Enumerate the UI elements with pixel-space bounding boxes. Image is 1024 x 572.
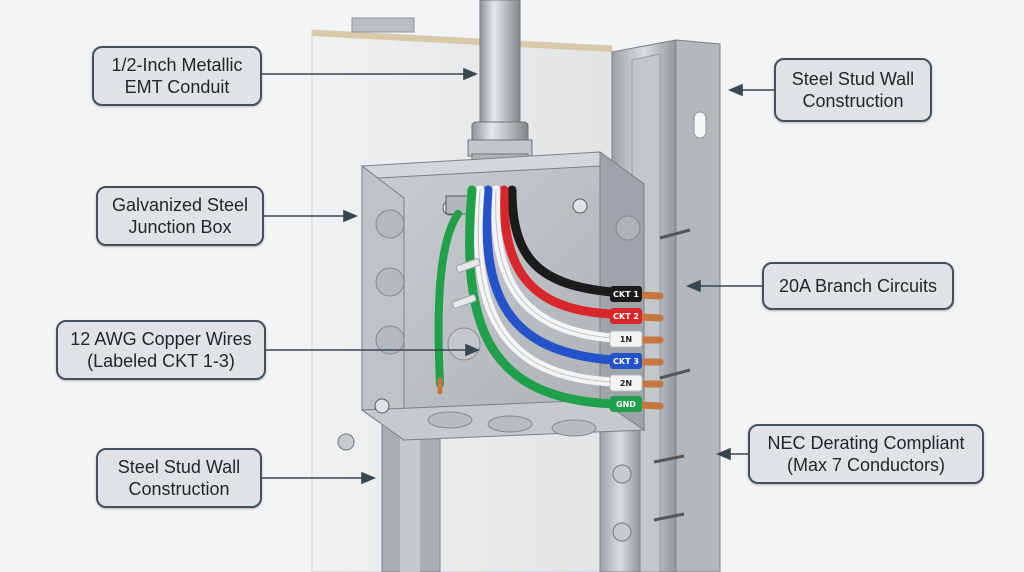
wire-tag-text: CKT 2 <box>613 312 639 321</box>
conductor-bundle <box>434 185 617 409</box>
wire-tag-text: CKT 1 <box>613 290 639 299</box>
top-stud-stub <box>351 17 415 33</box>
callout-copper-wires: 12 AWG Copper Wires (Labeled CKT 1-3) <box>56 320 266 380</box>
callout-line: (Labeled CKT 1-3) <box>87 351 235 371</box>
callout-nec-derating: NEC Derating Compliant (Max 7 Conductors… <box>748 424 984 484</box>
wire-tag-ckt1: CKT 1 <box>610 286 642 302</box>
wire-tag-text: CKT 3 <box>613 357 639 366</box>
leader-arrows <box>262 67 774 485</box>
wire-blue <box>482 185 617 365</box>
wire-tag-text: 2N <box>620 379 632 388</box>
white-wire-outline <box>495 189 613 339</box>
white-wire-outline <box>477 189 613 383</box>
callout-line: Steel Stud Wall <box>117 457 241 477</box>
wire-tag-2n: 2N <box>609 374 643 392</box>
bottom-steel-stud <box>337 419 641 572</box>
callout-line: Junction Box <box>128 217 232 237</box>
wire-black <box>507 185 617 297</box>
wire-tag-1n: 1N <box>609 330 643 348</box>
callout-steel-stud-top: Steel Stud Wall Construction <box>774 58 932 122</box>
arrow-emt-conduit <box>262 67 479 81</box>
zip-ties <box>451 258 481 309</box>
callout-line: (Max 7 Conductors) <box>786 455 946 475</box>
callout-line: Steel Stud Wall <box>791 69 915 89</box>
wire-tags: CKT 1 CKT 2 1N CKT 3 2N GND <box>609 286 643 412</box>
stud-screw <box>659 368 691 380</box>
callout-line: Construction <box>802 91 904 111</box>
callout-branch-circuits: 20A Branch Circuits <box>762 262 954 310</box>
callout-line: Construction <box>128 479 230 499</box>
wire-green <box>465 185 617 409</box>
callout-line: Galvanized Steel <box>111 195 249 215</box>
arrow-steel-stud-bottom <box>262 471 377 485</box>
wire-tag-ckt3: CKT 3 <box>610 353 642 369</box>
arrow-steel-stud-top <box>727 83 774 97</box>
callout-line: 1/2-Inch Metallic <box>111 55 243 75</box>
callout-line: NEC Derating Compliant <box>767 433 965 453</box>
arrow-nec-derating <box>715 447 748 461</box>
stud-screw <box>653 454 685 464</box>
callout-line: 12 AWG Copper Wires <box>70 329 252 349</box>
arrow-branch-circuits <box>685 279 762 293</box>
callout-emt-conduit: 1/2-Inch Metallic EMT Conduit <box>92 46 262 106</box>
wire-tag-text: GND <box>616 400 636 409</box>
ground-wire-pigtail <box>434 210 462 388</box>
wire-red <box>499 185 617 319</box>
wire-tag-text: 1N <box>620 335 632 344</box>
callout-line: EMT Conduit <box>124 77 230 97</box>
arrow-junction-box <box>264 209 359 223</box>
stud-screw <box>659 228 691 240</box>
callout-junction-box: Galvanized Steel Junction Box <box>96 186 264 246</box>
callout-steel-stud-bottom: Steel Stud Wall Construction <box>96 448 262 508</box>
wire-tag-ckt2: CKT 2 <box>610 308 642 324</box>
arrow-copper-wires <box>266 343 481 357</box>
callout-line: 20A Branch Circuits <box>778 276 938 296</box>
stud-screw <box>653 512 685 522</box>
copper-wire-ends <box>636 291 664 410</box>
wire-tag-gnd: GND <box>610 396 642 412</box>
